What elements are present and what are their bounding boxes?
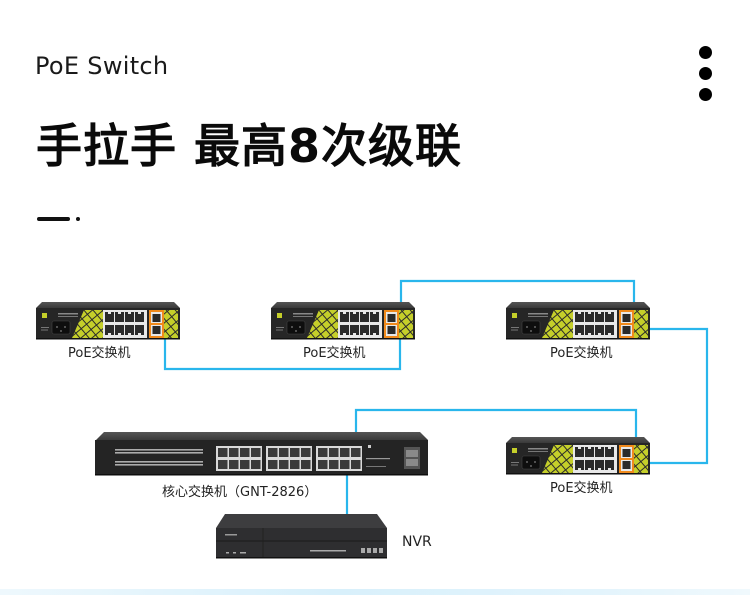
cable-sw4-to-core [354,408,638,452]
poe-switch-4-label: PoE交换机 [550,481,613,496]
cable-group [163,279,709,520]
cable-sw1-to-sw2 [163,328,402,371]
bottom-band [0,589,750,595]
vertical-ellipsis-icon[interactable] [699,46,713,109]
nvr-device [216,514,387,559]
subtitle: PoE Switch [35,52,169,80]
title-underline-dot [76,217,80,221]
core-switch [95,432,428,476]
poe-switch-2 [270,301,416,340]
nvr-label: NVR [402,534,432,550]
poe-switch-1-label: PoE交换机 [68,346,131,361]
poe-switch-3 [505,301,651,340]
title-underline [37,217,70,221]
poe-switch-3-label: PoE交换机 [550,346,613,361]
core-switch-label: 核心交换机（GNT-2826） [162,485,318,500]
poe-switch-1 [35,301,181,340]
page-title: 手拉手 最高8次级联 [36,119,463,173]
cable-sw3-to-sw4 [640,327,709,465]
poe-switch-4 [505,436,651,475]
poe-switch-2-label: PoE交换机 [303,346,366,361]
cable-sw2-to-sw3 [399,279,636,314]
